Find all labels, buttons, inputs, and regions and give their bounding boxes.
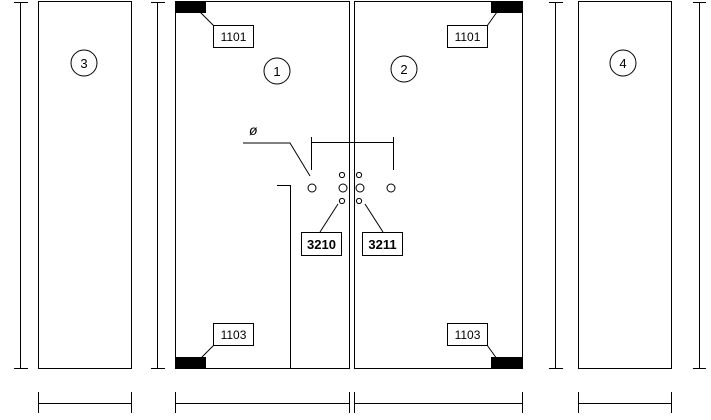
hole-left-middle — [338, 183, 348, 193]
fitting-label-bottom-right: 1103 — [455, 328, 481, 342]
handle-label-right: 3211 — [368, 237, 396, 252]
width-dimension-side-right — [578, 392, 672, 413]
side-panel-right — [578, 1, 672, 369]
height-dimension-between — [549, 2, 563, 369]
hole-group — [307, 171, 396, 205]
hole-right-middle — [355, 183, 365, 193]
door-panel-right — [354, 1, 523, 369]
handle-label-box-right — [362, 232, 403, 256]
leader-line-top-right — [486, 11, 498, 27]
fitting-label-box-bottom-right — [447, 323, 488, 346]
panel-number-2: 2 — [400, 62, 407, 77]
panel-number-circle-1 — [263, 57, 291, 85]
fitting-label-bottom-left: 1103 — [221, 328, 247, 342]
leader-line-bottom-left — [199, 344, 215, 360]
hole-dimension-lines — [277, 137, 394, 368]
panel-number-circle-4 — [609, 49, 637, 77]
diameter-symbol: ø — [249, 122, 258, 138]
hole-right-small-bottom — [355, 197, 363, 205]
hole-right-small-top — [355, 171, 363, 179]
fitting-label-box-top-right — [447, 25, 488, 48]
leader-line-bottom-right — [486, 344, 498, 360]
fitting-label-box-bottom-left — [213, 323, 254, 346]
hole-left-small-bottom — [338, 197, 346, 205]
diameter-leader-line — [243, 142, 311, 177]
fitting-bottom-right — [491, 357, 522, 369]
hole-left-outer — [307, 183, 317, 193]
panel-number-3: 3 — [80, 56, 87, 71]
leader-line-handle-left — [319, 203, 339, 233]
hole-left-small-top — [338, 171, 346, 179]
width-dimension-door-right — [354, 392, 523, 413]
panel-number-circle-3 — [70, 49, 98, 77]
door-panel-left — [175, 1, 350, 369]
height-dimension-left — [14, 2, 28, 369]
panel-number-circle-2 — [390, 55, 418, 83]
width-dimension-door-left — [175, 392, 350, 413]
fitting-label-box-top-left — [213, 25, 254, 48]
fitting-label-top-right: 1101 — [455, 30, 481, 44]
handle-label-box-left — [301, 232, 342, 256]
leader-line-top-left — [199, 11, 215, 27]
fitting-label-top-left: 1101 — [221, 30, 247, 44]
hole-right-outer — [386, 183, 396, 193]
panel-number-4: 4 — [619, 56, 626, 71]
side-panel-left — [38, 1, 132, 369]
fitting-top-left — [175, 1, 206, 13]
fitting-top-right — [491, 1, 522, 13]
height-dimension-center — [151, 2, 165, 369]
width-dimension-side-left — [38, 392, 132, 413]
panel-number-1: 1 — [273, 64, 280, 79]
handle-label-left: 3210 — [307, 237, 336, 252]
leader-line-handle-right — [364, 203, 384, 233]
fitting-bottom-left — [175, 357, 206, 369]
height-dimension-right — [693, 2, 706, 369]
